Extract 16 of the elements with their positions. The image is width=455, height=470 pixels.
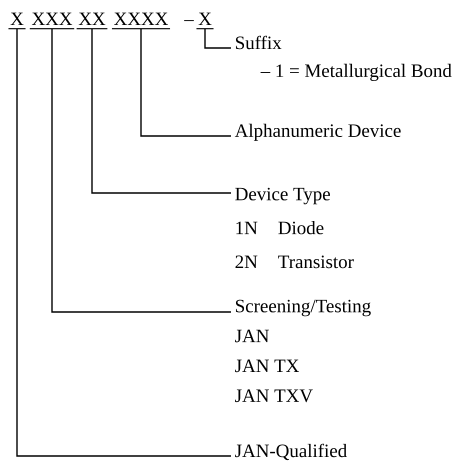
code-segment: X bbox=[8, 12, 26, 30]
description-text: Device Type 1N Diode 2N Transistor bbox=[235, 188, 354, 268]
code-segment: X bbox=[196, 12, 214, 30]
code-segment: XX bbox=[76, 12, 108, 30]
leader-line bbox=[140, 28, 231, 137]
code-segment: XXXX bbox=[112, 12, 170, 30]
description-text: Alphanumeric Device bbox=[234, 124, 401, 141]
leader-line bbox=[16, 28, 231, 457]
description-text: Suffix – 1 = Metallurgical Bond bbox=[236, 36, 452, 81]
leader-line bbox=[51, 28, 231, 313]
leader-line bbox=[204, 28, 231, 49]
description-text: JAN-Qualified bbox=[235, 444, 347, 460]
leader-line bbox=[91, 28, 231, 194]
description-text: Screening/Testing JAN JAN TX JAN TXV bbox=[235, 300, 371, 402]
separator-dash: – bbox=[184, 20, 194, 22]
code-segment: XXX bbox=[30, 12, 74, 30]
